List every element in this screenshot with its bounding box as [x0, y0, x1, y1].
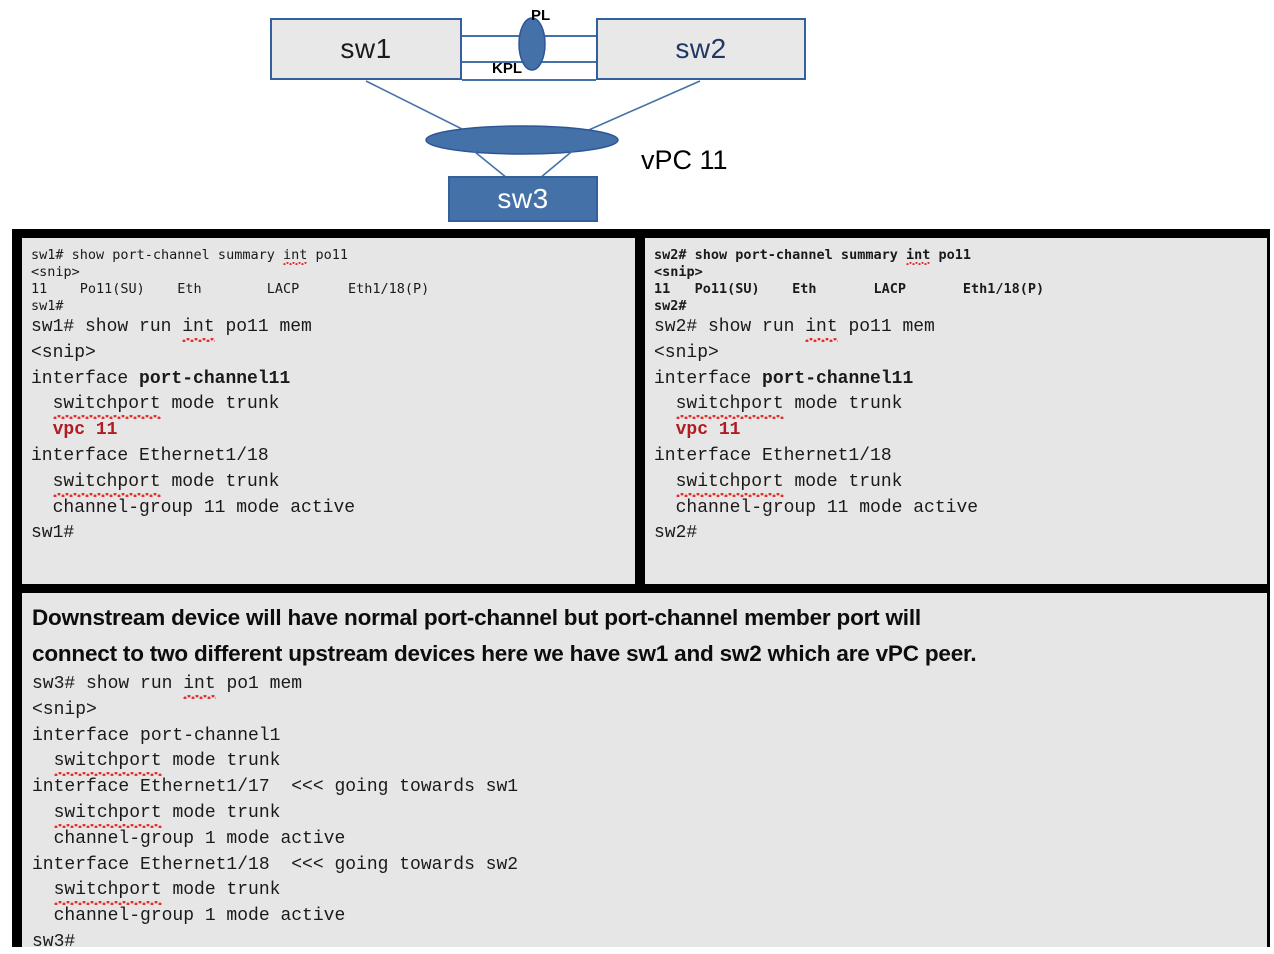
node-sw1[interactable]: sw1	[270, 18, 462, 80]
vpc-label: vPC 11	[641, 145, 728, 175]
cli-line: sw3#	[32, 931, 76, 947]
terminal-pane-sw2[interactable]: sw2# show port-channel summary int po11 …	[645, 238, 1267, 584]
cli-line: vpc 11	[654, 418, 1267, 444]
vpc-command: vpc 11	[52, 420, 118, 441]
cli-line: channel-group 11 mode active	[654, 497, 979, 518]
cli-line: switchport mode trunk	[32, 801, 1267, 828]
cli-line: sw2#	[654, 298, 687, 314]
keepalive-link-label: KPL	[492, 60, 522, 77]
cli-line: switchport mode trunk	[32, 878, 1267, 905]
cli-line: <snip>	[31, 264, 80, 280]
cli-line: vpc 11	[31, 418, 635, 444]
cli-line: switchport mode trunk	[654, 392, 1267, 419]
node-sw2-label: sw2	[675, 33, 727, 64]
peer-link-ellipse	[518, 17, 546, 71]
pane-divider	[635, 238, 645, 584]
cli-line: sw1# show port-channel summary int po11	[31, 247, 348, 265]
cli-line: sw1# show run int po11 mem	[31, 315, 635, 342]
cli-line: interface port-channel11	[31, 368, 291, 389]
spellcheck-underline: switchport	[52, 470, 161, 497]
cli-line: sw1#	[31, 298, 64, 314]
cli-line: switchport mode trunk	[31, 392, 635, 419]
explanatory-note-line-1: Downstream device will have normal port-…	[32, 605, 921, 630]
vpc-to-sw3-right	[539, 147, 577, 179]
cli-line: interface port-channel11	[654, 368, 914, 389]
cli-line: interface Ethernet1/18 <<< going towards…	[32, 854, 519, 875]
cli-line: <snip>	[654, 342, 719, 363]
cli-line: <snip>	[32, 699, 97, 720]
cli-line: <snip>	[654, 264, 703, 280]
horizontal-divider	[22, 584, 1267, 593]
cli-line: interface Ethernet1/17 <<< going towards…	[32, 777, 519, 798]
cli-line: <snip>	[31, 342, 96, 363]
spellcheck-underline: int	[282, 247, 308, 265]
cli-line: 11 Po11(SU) Eth LACP Eth1/18(P)	[31, 281, 430, 297]
vpc-to-sw3-left	[469, 147, 508, 179]
node-sw2[interactable]: sw2	[596, 18, 806, 80]
cli-line: 11 Po11(SU) Eth LACP Eth1/18(P)	[654, 281, 1045, 297]
spellcheck-underline: switchport	[675, 470, 784, 497]
spellcheck-underline: switchport	[53, 801, 162, 828]
node-sw3-label: sw3	[497, 183, 549, 214]
cli-line: switchport mode trunk	[31, 470, 635, 497]
node-sw3[interactable]: sw3	[448, 176, 598, 222]
vpc-ellipse	[425, 125, 619, 155]
vpc-command: vpc 11	[675, 420, 741, 441]
cli-line: interface port-channel1	[32, 725, 281, 746]
cli-line: interface Ethernet1/18	[654, 445, 892, 466]
spellcheck-underline: int	[182, 315, 216, 342]
cli-line: sw2#	[654, 523, 698, 544]
terminal-pane-sw3[interactable]: Downstream device will have normal port-…	[22, 593, 1267, 947]
cli-line: interface Ethernet1/18	[31, 445, 269, 466]
cli-line: sw3# show run int po1 mem	[32, 672, 1267, 699]
network-topology-diagram: sw1 sw2 sw3 PL KPL vPC 11	[0, 0, 1274, 228]
spellcheck-underline: int	[183, 672, 217, 699]
node-sw1-label: sw1	[340, 33, 392, 64]
spellcheck-underline: int	[805, 315, 839, 342]
spellcheck-underline: switchport	[675, 392, 784, 419]
cli-line: channel-group 11 mode active	[31, 497, 356, 518]
spellcheck-underline: switchport	[53, 878, 162, 905]
cli-line: sw2# show port-channel summary int po11	[654, 247, 971, 265]
top-terminal-row: sw1# show port-channel summary int po11 …	[22, 238, 1267, 584]
cli-line: sw1#	[31, 523, 75, 544]
topology-connections	[365, 17, 701, 179]
terminal-pane-sw1[interactable]: sw1# show port-channel summary int po11 …	[22, 238, 635, 584]
peer-link-label: PL	[531, 7, 551, 24]
spellcheck-underline: switchport	[53, 749, 162, 776]
cli-line: channel-group 1 mode active	[32, 828, 346, 849]
spellcheck-underline: switchport	[52, 392, 161, 419]
cli-line: switchport mode trunk	[32, 749, 1267, 776]
spellcheck-underline: int	[905, 247, 931, 265]
explanatory-note-line-2: connect to two different upstream device…	[32, 641, 977, 666]
output-frame: sw1# show port-channel summary int po11 …	[12, 229, 1270, 947]
cli-line: switchport mode trunk	[654, 470, 1267, 497]
cli-line: sw2# show run int po11 mem	[654, 315, 1267, 342]
cli-line: channel-group 1 mode active	[32, 906, 346, 927]
